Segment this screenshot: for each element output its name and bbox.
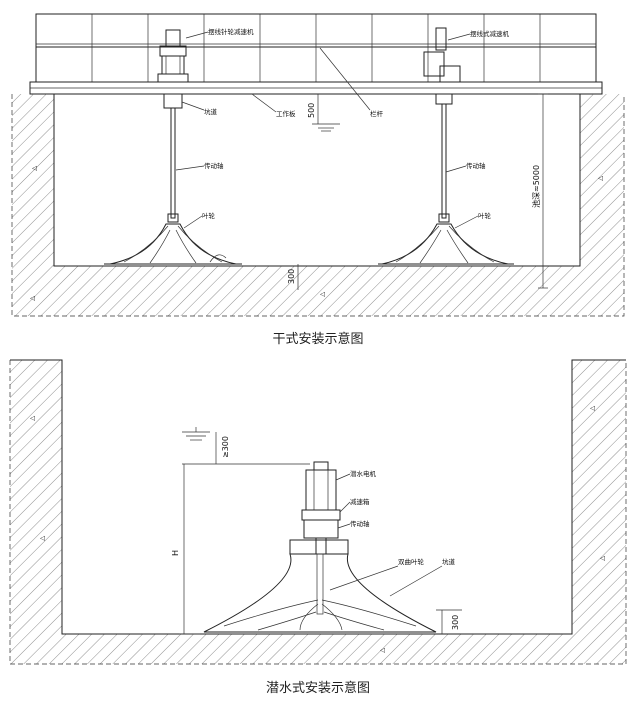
submersible-motor	[301, 461, 341, 555]
caption-wet: 潜水式安装示意图	[266, 680, 370, 696]
svg-text:◁: ◁	[30, 414, 35, 422]
dim-300-wet: 300	[451, 615, 460, 630]
wet-dimensions: ≥300 H 300	[171, 432, 462, 635]
hyperbolic-impeller	[200, 539, 440, 635]
dim-300-dry: 300	[287, 269, 296, 284]
left-drive-unit	[157, 29, 189, 223]
svg-text:◁: ◁	[320, 290, 325, 298]
label-reducer-left: 摆线针轮减速机	[208, 27, 254, 36]
label-impeller-wet: 双曲叶轮	[398, 557, 425, 566]
water-level-symbol	[182, 427, 210, 441]
wet-labels: 潜水电机 减速箱 传动轴 双曲叶轮 坑道	[329, 469, 456, 597]
right-drive-unit	[423, 27, 461, 223]
label-rail: 栏杆	[370, 109, 384, 118]
dim-500: 500	[307, 103, 316, 118]
caption-dry: 干式安装示意图	[272, 331, 363, 347]
right-impeller	[378, 223, 514, 265]
label-impeller-right: 叶轮	[478, 211, 492, 220]
label-reducer-wet: 减速箱	[350, 497, 370, 506]
label-shaft-wet: 传动轴	[350, 519, 370, 528]
right-shaft	[441, 103, 447, 219]
dim-min300: ≥300	[221, 436, 230, 458]
svg-text:◁: ◁	[598, 174, 603, 182]
left-impeller	[104, 223, 242, 265]
label-shaft-right: 传动轴	[466, 161, 486, 170]
dim-h: H	[171, 550, 180, 556]
dry-labels: 摆线针轮减速机 摆线式减速机 坑道 工作板 栏杆 传动轴 传动轴 叶轮 叶轮	[175, 27, 510, 229]
svg-text:◁: ◁	[600, 554, 605, 562]
label-base: 工作板	[276, 109, 296, 118]
svg-text:◁: ◁	[32, 164, 37, 172]
svg-text:◁: ◁	[380, 646, 385, 654]
railing	[35, 13, 597, 83]
dry-installation-diagram: ◁ ◁ ◁ ◁	[11, 13, 625, 347]
svg-text:◁: ◁	[590, 404, 595, 412]
label-pit-dry: 坑道	[204, 107, 218, 116]
label-impeller-left: 叶轮	[202, 211, 216, 220]
wet-installation-diagram: ◁ ◁ ◁ ◁ ◁	[9, 359, 627, 696]
svg-text:◁: ◁	[30, 294, 35, 302]
label-motor: 潜水电机	[350, 469, 377, 478]
dry-dimensions: 500 300 池深≈5000	[287, 93, 548, 290]
dim-depth: 池深≈5000	[531, 165, 541, 208]
label-reducer-right: 摆线式减速机	[470, 29, 510, 38]
left-shaft	[170, 107, 176, 219]
wet-pit-walls: ◁ ◁ ◁ ◁ ◁	[9, 359, 627, 665]
svg-text:◁: ◁	[40, 534, 45, 542]
label-pit-wet: 坑道	[442, 557, 456, 566]
pit-walls: ◁ ◁ ◁ ◁	[11, 94, 625, 317]
label-shaft-left: 传动轴	[204, 161, 224, 170]
